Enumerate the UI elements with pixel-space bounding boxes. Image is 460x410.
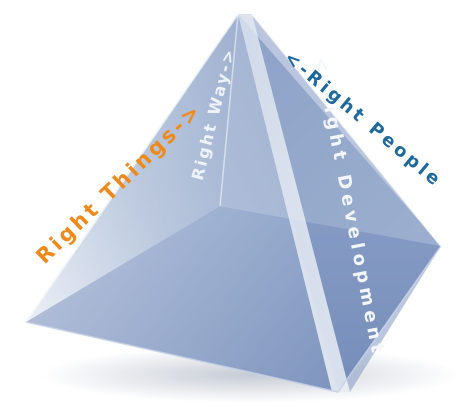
pyramid-front-face: [26, 14, 338, 392]
pyramid-front-edge: [238, 14, 350, 392]
pyramid-right-front-face: [252, 14, 441, 392]
